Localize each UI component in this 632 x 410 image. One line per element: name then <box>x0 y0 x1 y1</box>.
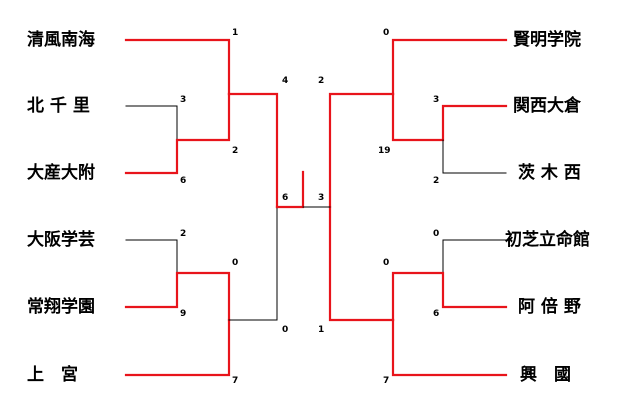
line-kokoku <box>391 318 508 377</box>
team-right-5: 阿 倍 野 <box>518 297 581 317</box>
score-abeno: 6 <box>433 309 440 319</box>
line-kenmei <box>391 38 508 96</box>
team-right-4: 初芝立命館 <box>505 230 590 250</box>
line-right-semi-bot <box>328 205 395 322</box>
line-josho <box>124 271 231 322</box>
team-right-6: 興 國 <box>520 365 571 385</box>
score-final-right: 3 <box>318 193 325 203</box>
line-osakagakugei <box>125 239 178 274</box>
score-ibaraki: 2 <box>433 176 440 186</box>
score-final-left: 6 <box>282 193 289 203</box>
score-abeno-game: 0 <box>383 258 390 268</box>
line-left-semi-bot <box>228 206 278 321</box>
team-left-2: 北 千 里 <box>27 96 90 116</box>
team-right-2: 関西大倉 <box>513 96 581 116</box>
score-seihu: 1 <box>232 28 239 38</box>
line-uemiya <box>124 318 231 377</box>
line-right-semi-top <box>328 92 395 209</box>
score-josho: 9 <box>180 309 187 319</box>
team-right-1: 賢明学院 <box>513 30 581 50</box>
score-daisan-game: 2 <box>232 146 239 156</box>
score-right-semi-bot: 1 <box>318 325 325 335</box>
line-left-semi-top <box>227 92 279 209</box>
score-osakagakugei: 2 <box>180 229 187 239</box>
line-daisan <box>124 92 231 175</box>
team-left-4: 大阪学芸 <box>27 230 95 250</box>
line-left-final <box>275 170 305 209</box>
score-josho-game: 0 <box>232 258 239 268</box>
line-kitasenri <box>125 105 178 141</box>
line-hatsushiba <box>442 239 507 274</box>
score-left-semi-bot: 0 <box>282 325 289 335</box>
score-kenmei: 0 <box>383 28 390 38</box>
team-right-3: 茨 木 西 <box>518 163 581 183</box>
score-right-semi-top: 2 <box>318 76 325 86</box>
score-kansai: 3 <box>433 95 440 105</box>
line-ibaraki <box>442 139 507 174</box>
team-left-1: 清風南海 <box>27 30 95 50</box>
score-daisan: 6 <box>180 176 187 186</box>
team-left-6: 上 宮 <box>27 365 78 385</box>
team-left-5: 常翔学園 <box>27 297 95 317</box>
line-kansai <box>391 92 508 142</box>
score-kitasenri: 3 <box>180 95 187 105</box>
score-uemiya: 7 <box>232 376 239 386</box>
score-kansai-game: 19 <box>378 146 391 156</box>
line-abeno <box>391 271 508 322</box>
score-hatsushiba: 0 <box>433 229 440 239</box>
line-seihu <box>124 38 231 96</box>
score-left-semi-top: 4 <box>282 76 289 86</box>
score-kokoku: 7 <box>383 376 390 386</box>
team-left-3: 大産大附 <box>27 163 95 183</box>
